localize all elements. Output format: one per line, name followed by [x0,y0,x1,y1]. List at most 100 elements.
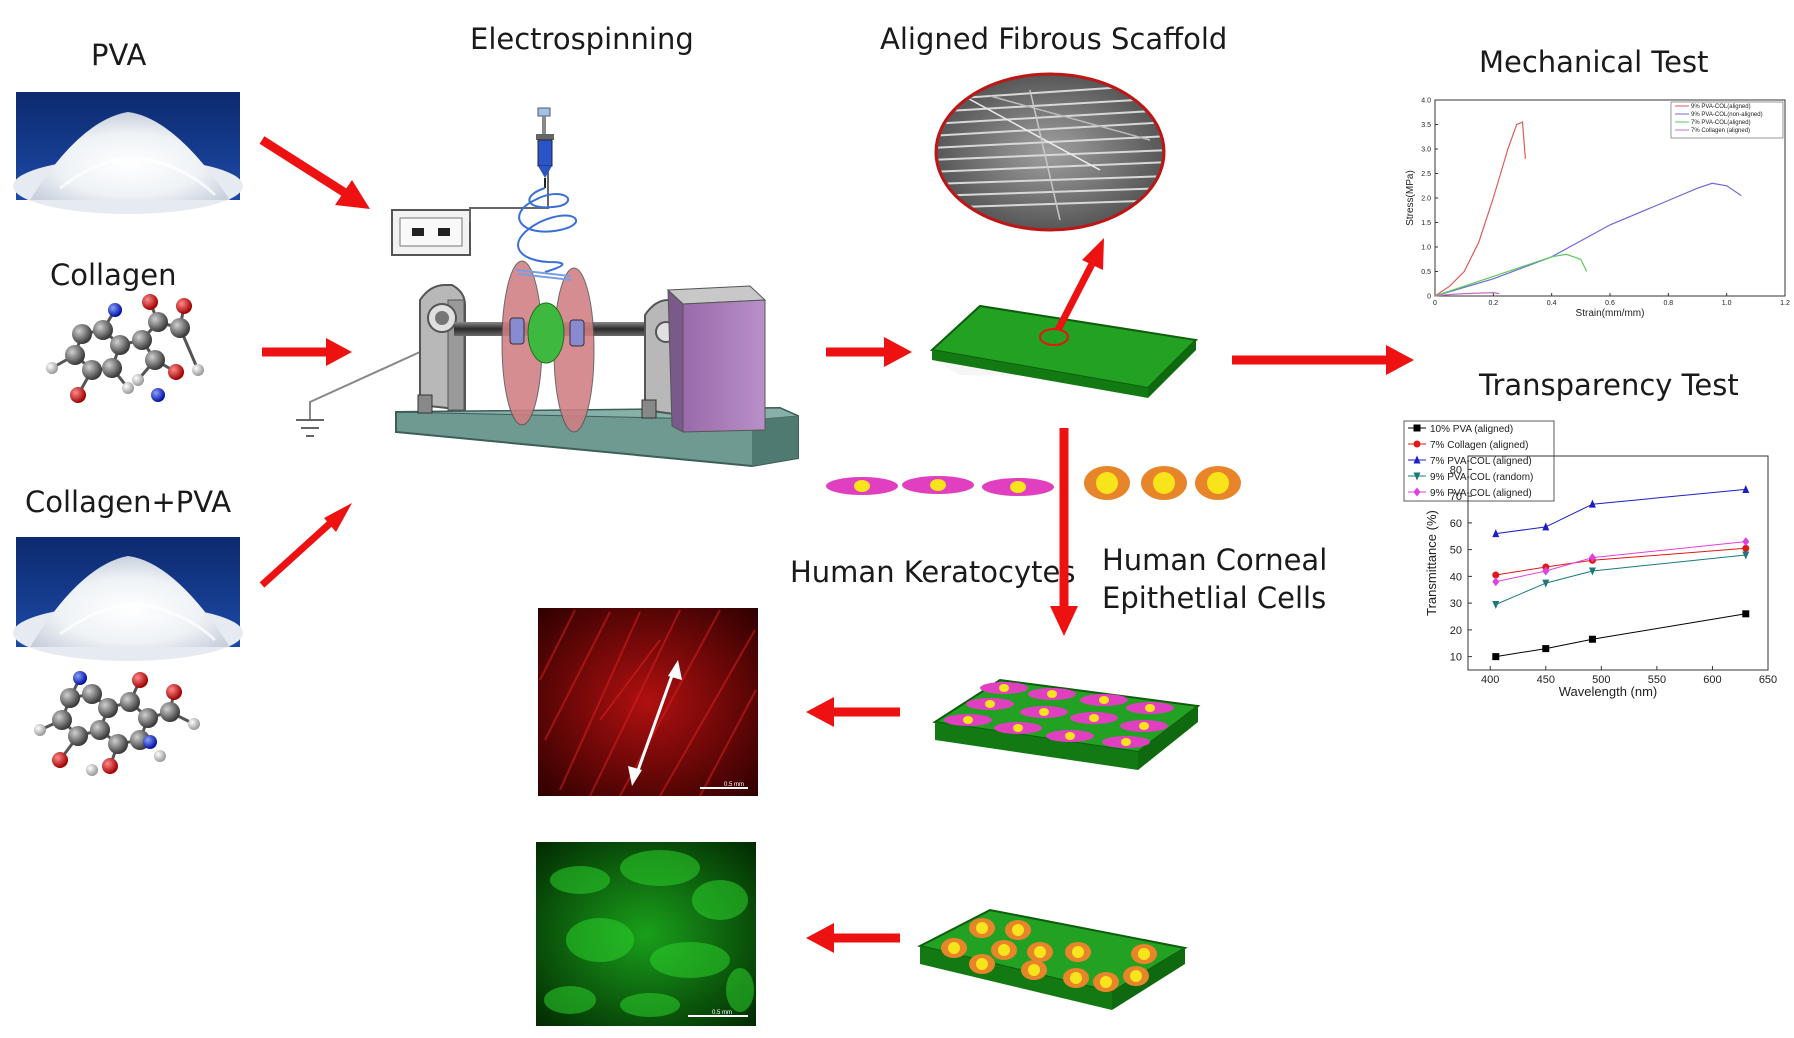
electrospinning-label: Electrospinning [470,22,694,56]
arrow-to-scaffold [826,337,912,367]
trans-point [1542,645,1550,653]
trans-legend-box [1403,420,1555,502]
mech-ytick-label: 3.0 [1421,147,1431,154]
arrow-to-red-image [806,697,900,727]
keratocyte-seeded-scaffold [932,678,1201,770]
trans-point [1742,537,1750,547]
trans-ytick-label: 20 [1450,625,1462,637]
transparency-test-label: Transparency Test [1479,368,1739,402]
trans-ytick-label: 50 [1450,545,1462,557]
mech-ytick-label: 2.0 [1421,196,1431,203]
trans-point [1542,566,1550,576]
mech-xtick-label: 0.2 [1488,300,1498,307]
trans-ytick-label: 80 [1450,464,1462,476]
trans-point [1492,653,1500,661]
keratocyte-cell-icons [826,476,1054,496]
trans-xtick-label: 600 [1703,674,1721,686]
mech-legend-label: 7% Collagen (aligned) [1691,128,1750,134]
mech-legend-label: 7% PVA-COL(aligned) [1691,120,1751,126]
trans-point [1492,529,1500,538]
pva-powder-photo [13,92,243,214]
trans-point [1413,440,1421,448]
collagen-molecule-model [46,294,204,403]
keratocyte-fluorescence-image [538,608,758,797]
trans-point [1492,571,1500,579]
trans-series-line [1495,547,1746,576]
trans-point [1742,544,1750,552]
trans-legend-label: 10% PVA (aligned) [1430,424,1513,435]
trans-point [1742,551,1750,560]
trans-plot-frame [1467,455,1769,671]
trans-legend-label: 9% PVA-COL (aligned) [1430,488,1532,499]
trans-xtick-label: 550 [1648,674,1666,686]
trans-point [1588,499,1596,508]
mech-xtick-label: 0.4 [1547,300,1557,307]
trans-point [1413,487,1421,497]
mech-series-line [1434,253,1588,297]
mech-series-line [1434,121,1526,297]
trans-ytick-label: 10 [1450,652,1462,664]
trans-point [1542,579,1550,588]
mech-legend-label: 9% PVA-COL(non-aligned) [1691,112,1763,118]
trans-xlabel: Wavelength (nm) [1559,684,1658,699]
keratocytes-label: Human Keratocytes [790,555,1076,589]
collagen-label: Collagen [50,258,177,292]
trans-point [1588,553,1596,563]
sem-fiber-image [934,72,1166,232]
mech-xtick-label: 0.6 [1605,300,1615,307]
trans-point [1588,635,1596,643]
scaffold-sheet [929,304,1200,398]
mech-ylabel: Stress(MPa) [1405,170,1416,226]
trans-point [1413,424,1421,432]
trans-point [1413,472,1421,481]
trans-ylabel: Transmittance (%) [1424,510,1439,616]
trans-legend-label: 7% PVA-COL (aligned) [1430,456,1532,467]
trans-ytick-label: 70 [1450,491,1462,503]
electrospinning-apparatus [296,107,799,468]
trans-legend-label: 9% PVA-COL (random) [1430,472,1533,483]
zoom-arrow [1054,238,1104,332]
trans-xtick-label: 650 [1759,674,1777,686]
corneal-label-line2: Epithetlial Cells [1102,581,1327,615]
trans-series-line [1495,613,1746,658]
mech-ytick-label: 4.0 [1421,98,1431,105]
corneal-label-line1: Human Corneal [1102,543,1328,577]
trans-point [1588,567,1596,576]
mech-xlabel: Strain(mm/mm) [1576,308,1645,319]
collagen-pva-molecule-model [34,671,200,776]
mech-xtick-label: 1.0 [1722,300,1732,307]
red-scale-label: 0.5 mm [724,782,744,788]
mech-xtick-label: 0 [1433,300,1437,307]
mechanical-test-label: Mechanical Test [1479,45,1709,79]
collagen-pva-label: Collagen+PVA [25,485,232,519]
trans-point [1742,610,1750,618]
trans-xtick-label: 400 [1481,674,1499,686]
aligned-scaffold-label: Aligned Fibrous Scaffold [880,22,1228,56]
trans-ytick-label: 60 [1450,518,1462,530]
input-arrows [259,136,370,588]
mech-series-line [1434,182,1742,297]
mech-legend-box [1670,101,1784,139]
mech-ytick-label: 2.5 [1421,171,1431,178]
trans-xtick-label: 450 [1537,674,1555,686]
seeding-arrow [1050,428,1078,636]
green-scale-label: 0.5 mm [712,1010,732,1016]
trans-legend-label: 7% Collagen (aligned) [1430,440,1528,451]
trans-series-line [1495,554,1746,605]
trans-point [1492,577,1500,587]
pva-label: PVA [91,38,147,72]
mech-ytick-label: 1.5 [1421,220,1431,227]
mech-ytick-label: 0.5 [1421,269,1431,276]
trans-series-line [1495,541,1746,583]
mech-ytick-label: 3.5 [1421,122,1431,129]
mech-xtick-label: 0.8 [1663,300,1673,307]
epithelial-cell-icons [1084,466,1241,500]
trans-point [1492,600,1500,609]
mech-series-line [1434,291,1500,297]
trans-series-line [1495,488,1746,535]
trans-point [1413,455,1421,464]
mech-ytick-label: 1.0 [1421,245,1431,252]
